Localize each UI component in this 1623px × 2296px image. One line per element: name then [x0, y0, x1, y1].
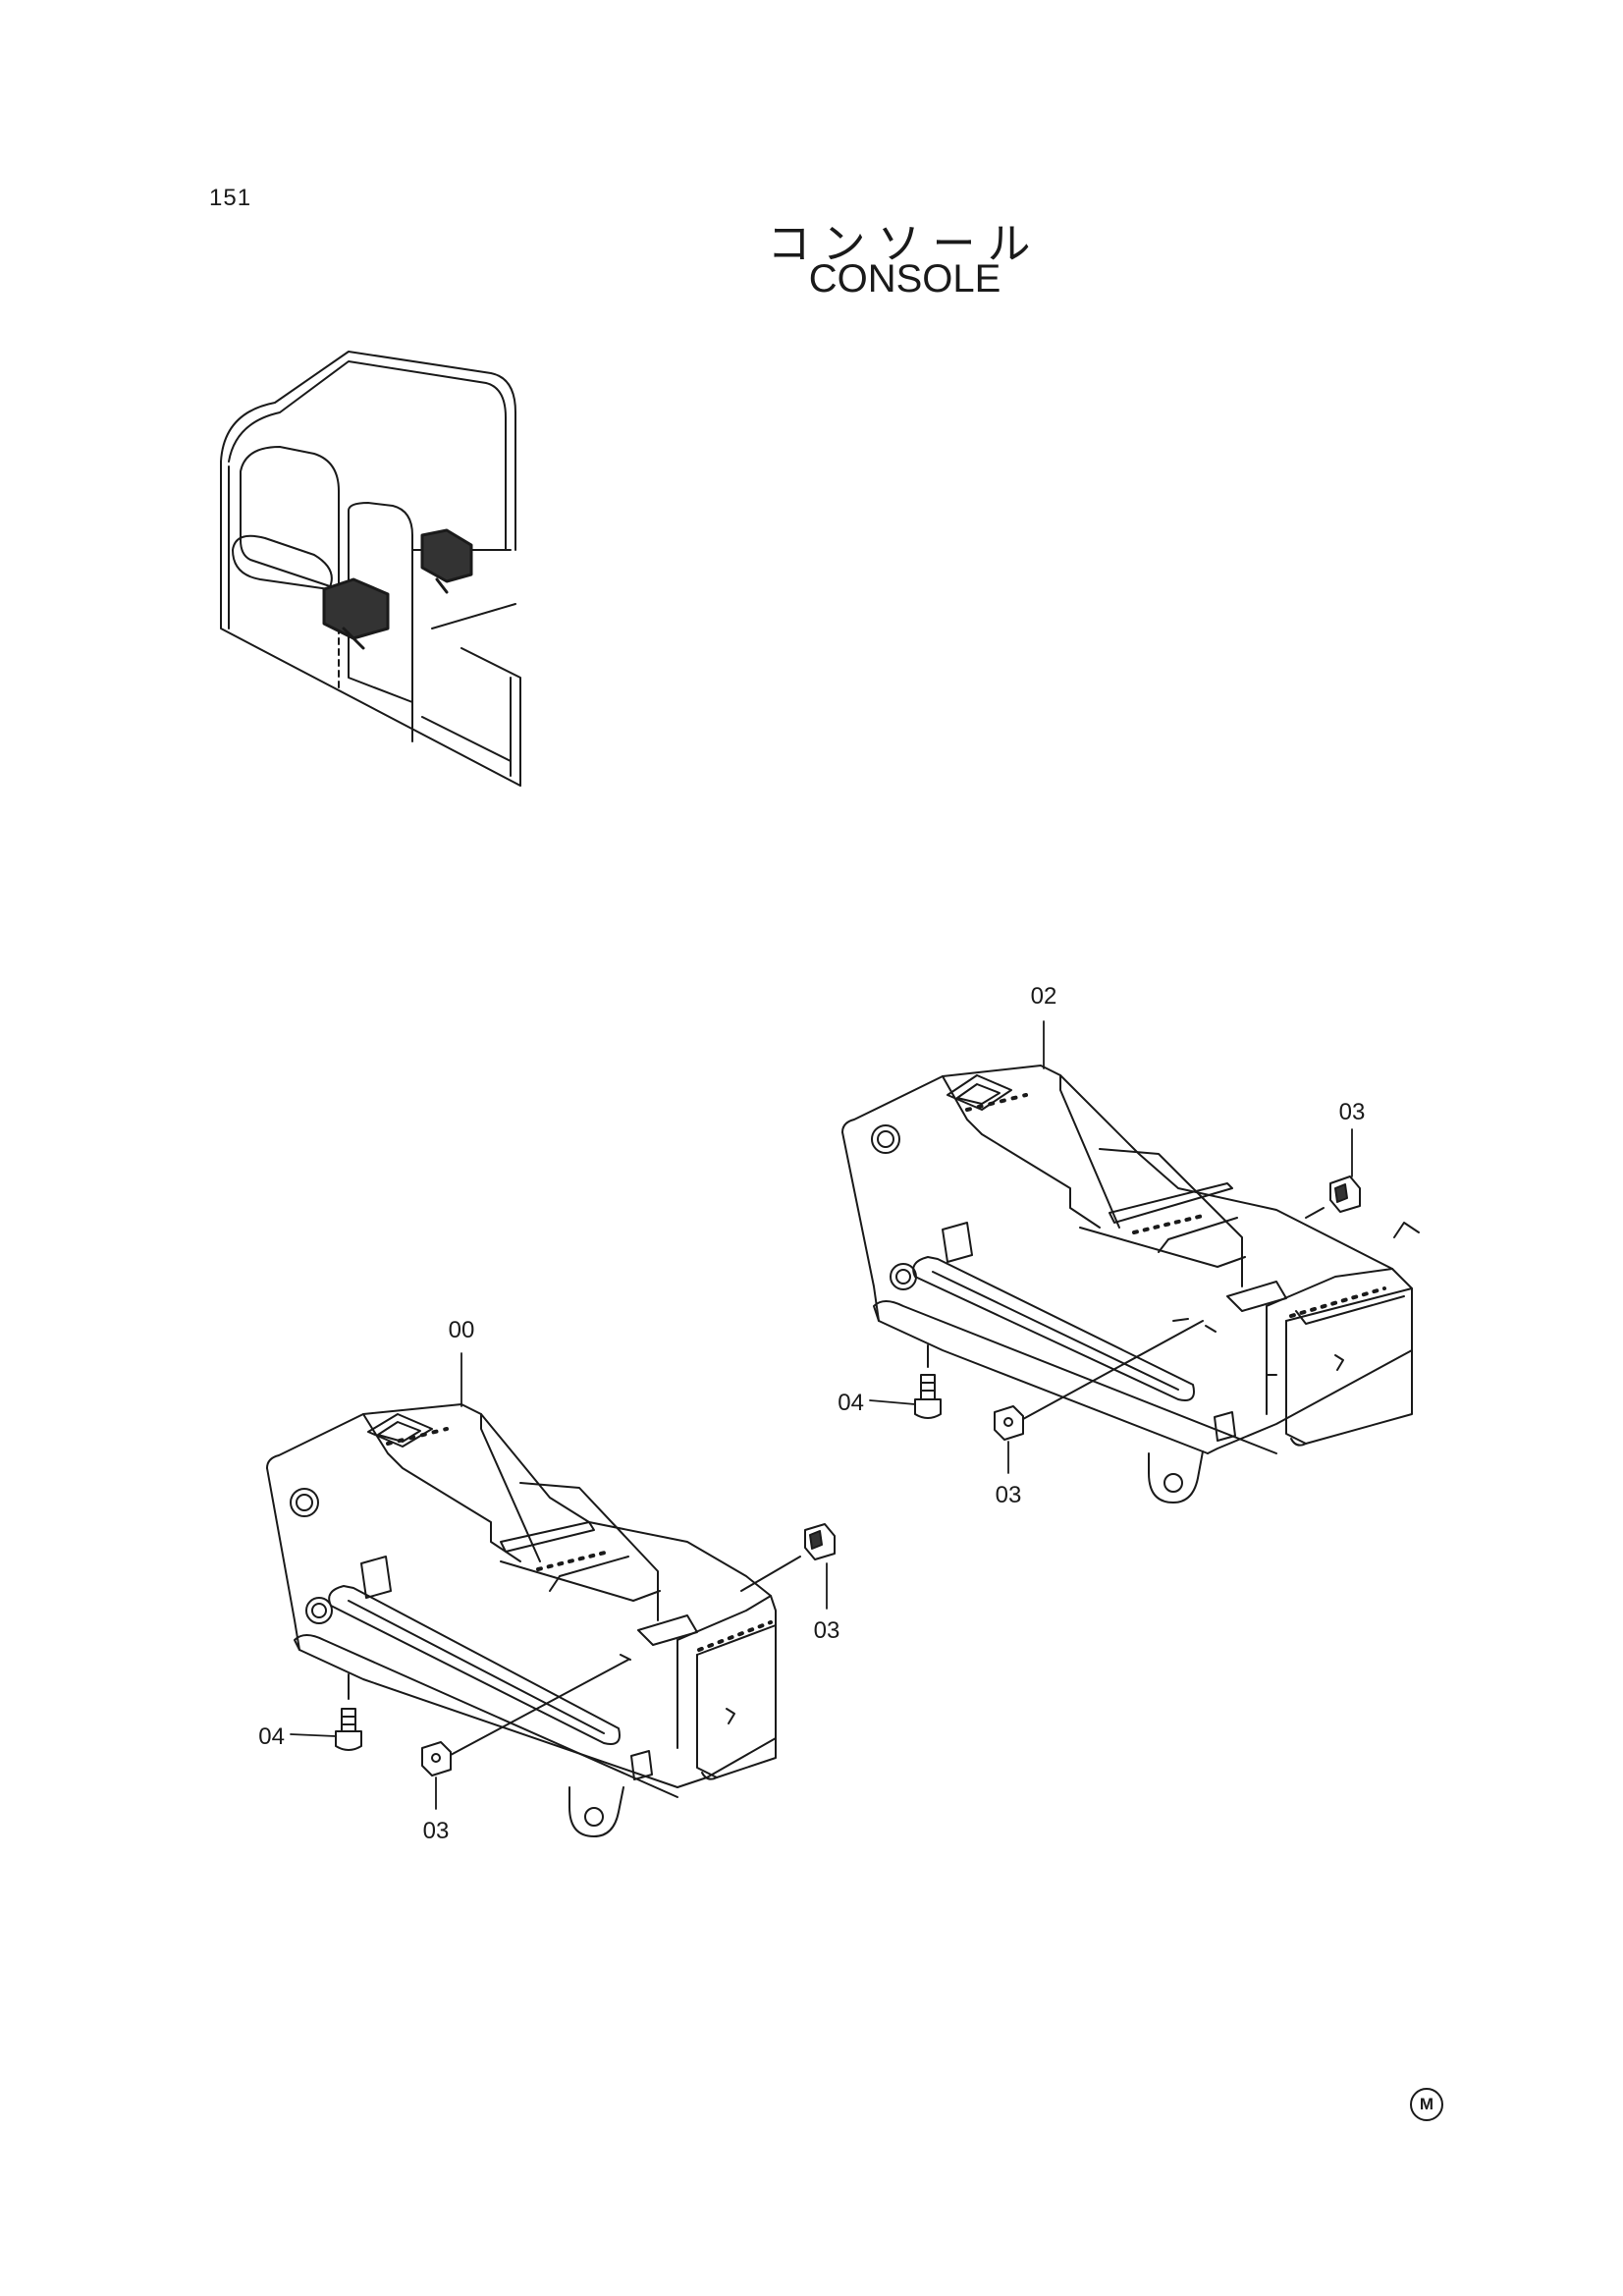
title-english: CONSOLE	[808, 257, 1001, 301]
callout-left-frame: 00	[449, 1317, 475, 1343]
cab-console-left-icon	[322, 577, 390, 650]
title-japanese: コンソール	[767, 219, 1043, 269]
right-console-frame	[841, 1065, 1420, 1503]
right-bolt-part	[914, 1344, 942, 1419]
cab-overview-illustration	[220, 351, 521, 787]
left-cap-top-part	[740, 1523, 836, 1592]
callout-left-bolt: 04	[258, 1723, 285, 1750]
left-bolt-part	[335, 1673, 362, 1751]
leader-lines	[290, 1020, 1353, 1810]
cab-console-right-icon	[420, 528, 473, 594]
callout-right-cap-top: 03	[1339, 1099, 1366, 1125]
right-cap-top-part	[1305, 1175, 1361, 1219]
m-mark-icon: M	[1410, 2088, 1443, 2121]
left-console-frame	[266, 1403, 777, 1837]
callout-left-cap-bottom: 03	[423, 1818, 450, 1844]
right-cap-bottom-part	[994, 1320, 1204, 1441]
callout-right-frame: 02	[1031, 983, 1057, 1010]
callout-left-cap-top: 03	[814, 1617, 840, 1644]
page-number: 151	[209, 185, 252, 211]
left-cap-bottom-part	[421, 1659, 629, 1777]
callout-right-cap-bottom: 03	[996, 1482, 1022, 1508]
callout-right-bolt: 04	[838, 1390, 864, 1416]
